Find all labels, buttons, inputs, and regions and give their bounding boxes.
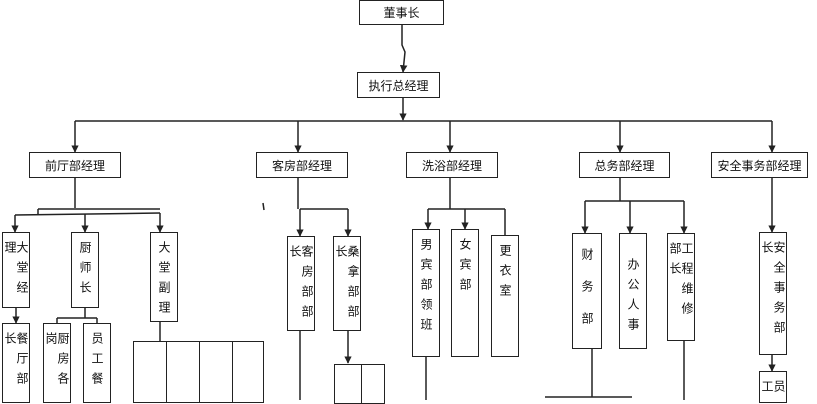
security-manager-box: 安全事务部经理	[711, 152, 808, 178]
sauna-head-label: 桑拿部部长	[334, 245, 360, 325]
lobby-deputy-box: 大堂副理	[150, 232, 178, 322]
restaurant-head-label: 餐厅部长	[3, 332, 29, 392]
maintenance-head-box: 工程维修部长	[667, 233, 695, 341]
security-staff-label: 员工	[760, 380, 786, 400]
security-head-label: 安全事务部长	[760, 241, 786, 341]
housekeeping-manager-label: 客房部经理	[271, 158, 332, 173]
staff-meal-label: 员工餐	[90, 332, 104, 392]
chairman-label: 董事长	[383, 6, 420, 20]
sauna-sub-cell-1	[334, 364, 362, 404]
male-bath-label: 男宾部领班	[419, 238, 433, 338]
sauna-sub-cell-2	[361, 364, 385, 404]
lobby-sub-cell-4	[232, 341, 264, 403]
hr-office-label: 办公人事	[626, 258, 640, 338]
locker-room-label: 更衣室	[498, 244, 512, 304]
front-office-manager-box: 前厅部经理	[29, 152, 121, 178]
restaurant-head-box: 餐厅部长	[2, 323, 30, 403]
housekeeping-manager-box: 客房部经理	[256, 152, 348, 178]
gm-label: 执行总经理	[368, 78, 429, 93]
male-bath-box: 男宾部领班	[412, 229, 440, 357]
room-head-label: 客房部部长	[288, 245, 314, 325]
lobby-sub-cell-2	[166, 341, 200, 403]
lobby-sub-cell-3	[199, 341, 233, 403]
general-affairs-manager-label: 总务部经理	[594, 158, 655, 173]
lobby-deputy-label: 大堂副理	[157, 241, 171, 321]
gm-box: 执行总经理	[357, 72, 440, 98]
kitchen-staff-label: 厨房各岗	[44, 332, 70, 392]
finance-label: 财务部	[580, 248, 594, 344]
hr-office-box: 办公人事	[619, 233, 647, 349]
lobby-sub-cell-1	[133, 341, 167, 403]
maintenance-head-label: 工程维修部长	[668, 242, 694, 322]
connector-chairman-gm	[399, 25, 408, 73]
bath-manager-label: 洗浴部经理	[421, 158, 482, 173]
sauna-head-box: 桑拿部部长	[333, 236, 361, 331]
chef-box: 厨师长	[71, 232, 99, 308]
security-manager-label: 安全事务部经理	[717, 158, 802, 173]
chairman-box: 董事长	[359, 0, 444, 25]
female-bath-label: 女宾部	[458, 238, 472, 298]
security-head-box: 安全事务部长	[759, 232, 787, 355]
room-head-box: 客房部部长	[287, 236, 315, 331]
chef-label: 厨师长	[78, 241, 92, 301]
front-office-manager-label: 前厅部经理	[44, 158, 105, 173]
lobby-manager-label: 大堂经理	[3, 241, 29, 301]
kitchen-staff-box: 厨房各岗	[43, 323, 71, 403]
female-bath-box: 女宾部	[451, 229, 479, 357]
general-affairs-manager-box: 总务部经理	[579, 152, 670, 178]
finance-box: 财务部	[572, 233, 602, 349]
locker-room-box: 更衣室	[491, 235, 519, 357]
security-staff-box: 员工	[759, 371, 787, 403]
lobby-manager-box: 大堂经理	[2, 232, 30, 308]
staff-meal-box: 员工餐	[83, 323, 111, 403]
bath-manager-box: 洗浴部经理	[406, 152, 498, 178]
